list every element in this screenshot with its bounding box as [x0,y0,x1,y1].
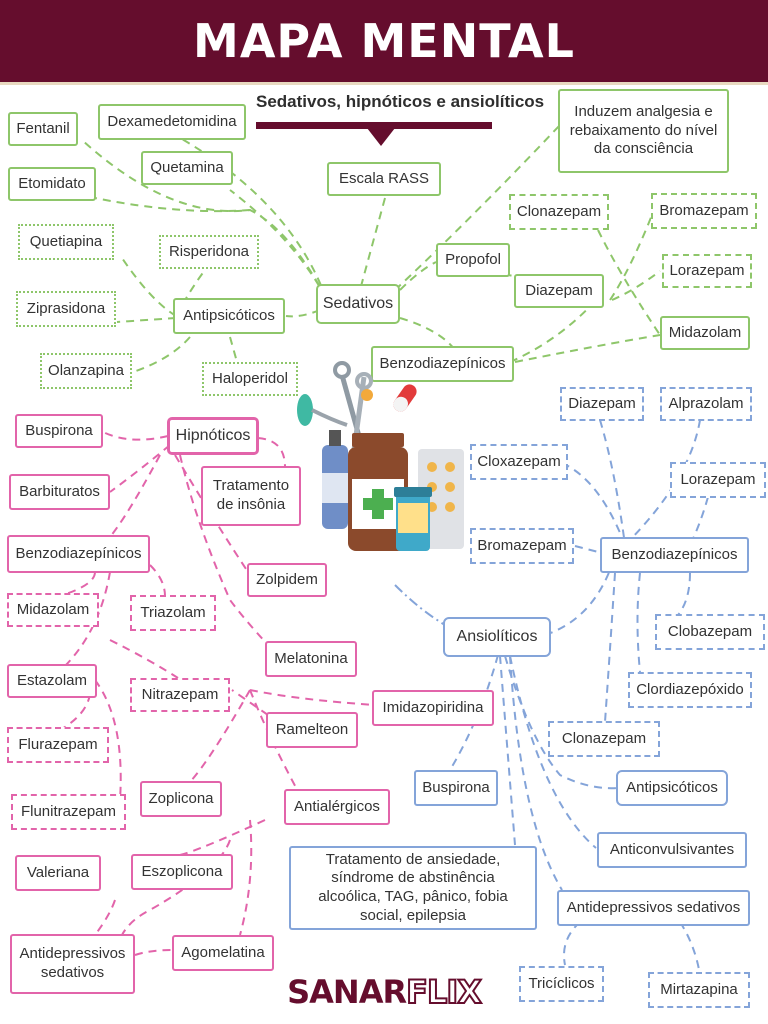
node-quetiapina: Quetiapina [18,224,114,260]
node-zolpidem: Zolpidem [247,563,327,597]
node-midazolam-sed: Midazolam [660,316,750,350]
node-buspirona-hip: Buspirona [15,414,103,448]
node-midazolam-hip: Midazolam [7,593,99,627]
stethoscope-icon [297,394,348,427]
node-escala-rass: Escala RASS [327,162,441,196]
node-lorazepam-ans: Lorazepam [670,462,766,498]
node-clobazepam: Clobazepam [655,614,765,650]
sanarflix-logo: SANAR FLIX [287,970,483,1014]
node-induzem-analgesia: Induzem analgesia e rebaixamento do níve… [558,89,729,173]
node-melatonina: Melatonina [265,641,357,677]
node-zoplicona: Zoplicona [140,781,222,817]
node-tratamento-ansiedade: Tratamento de ansiedade, síndrome de abs… [289,846,537,930]
node-propofol: Propofol [436,243,510,277]
node-clonazepam-sed: Clonazepam [509,194,609,230]
node-buspirona-ans: Buspirona [414,770,498,806]
node-risperidona: Risperidona [159,235,259,269]
node-nitrazepam: Nitrazepam [130,678,230,712]
node-ramelteon: Ramelteon [266,712,358,748]
node-valeriana: Valeriana [15,855,101,891]
node-benzodiazepinicos-sed: Benzodiazepínicos [371,346,514,382]
header-banner: MAPA MENTAL [0,0,768,82]
header-divider [0,82,768,85]
node-bromazepam-sed: Bromazepam [651,193,757,229]
subtitle-arrow-icon [367,128,395,146]
node-benzodiazepinicos-hip: Benzodiazepínicos [7,535,150,573]
hub-hipnoticos: Hipnóticos [167,417,259,455]
node-antidepressivos-hip: Antidepressivos sedativos [10,934,135,994]
spray-bottle-icon [322,430,348,529]
subtitle: Sedativos, hipnóticos e ansiolíticos [256,92,545,111]
node-diazepam-sed: Diazepam [514,274,604,308]
node-anticonvulsivantes: Anticonvulsivantes [597,832,747,868]
node-diazepam-ans: Diazepam [560,387,644,421]
node-tratamento-insonia: Tratamento de insônia [201,466,301,526]
logo-flix-text: FLIX [405,972,483,1012]
small-jar-icon [394,487,432,551]
node-barbituratos: Barbituratos [9,474,110,510]
node-triazolam: Triazolam [130,595,216,631]
node-clonazepam-ans: Clonazepam [548,721,660,757]
node-cloxazepam: Cloxazepam [470,444,568,480]
node-antipsicoticos-ans: Antipsicóticos [616,770,728,806]
hub-sedativos: Sedativos [316,284,400,324]
page-title: MAPA MENTAL [193,14,575,68]
node-antialergicos: Antialérgicos [284,789,390,825]
medicine-illustration [297,361,464,551]
node-lorazepam-sed: Lorazepam [662,254,752,288]
node-agomelatina: Agomelatina [172,935,274,971]
node-fentanil: Fentanil [8,112,78,146]
node-flurazepam: Flurazepam [7,727,109,763]
node-clordiazepoxido: Clordiazepóxido [628,672,752,708]
node-alprazolam: Alprazolam [660,387,752,421]
node-eszoplicona: Eszoplicona [131,854,233,890]
node-quetamina: Quetamina [141,151,233,185]
pill-capsule-icon [393,384,417,412]
logo-sanar-text: SANAR [287,973,407,1011]
hub-ansioliticos: Ansiolíticos [443,617,551,657]
node-imidazopiridina: Imidazopiridina [372,690,494,726]
node-etomidato: Etomidato [8,167,96,201]
pill-icon [361,389,373,401]
node-bromazepam-ans: Bromazepam [470,528,574,564]
node-benzodiazepinicos-ans: Benzodiazepínicos [600,537,749,573]
node-dexamedetomidina: Dexamedetomidina [98,104,246,140]
node-olanzapina: Olanzapina [40,353,132,389]
subtitle-bar [256,122,492,129]
node-triciclicos: Tricíclicos [519,966,604,1002]
node-haloperidol: Haloperidol [202,362,298,396]
node-ziprasidona: Ziprasidona [16,291,116,327]
node-antipsicoticos-sed: Antipsicóticos [173,298,285,334]
node-antidepressivos-ans: Antidepressivos sedativos [557,890,750,926]
node-mirtazapina: Mirtazapina [648,972,750,1008]
node-flunitrazepam: Flunitrazepam [11,794,126,830]
node-estazolam: Estazolam [7,664,97,698]
